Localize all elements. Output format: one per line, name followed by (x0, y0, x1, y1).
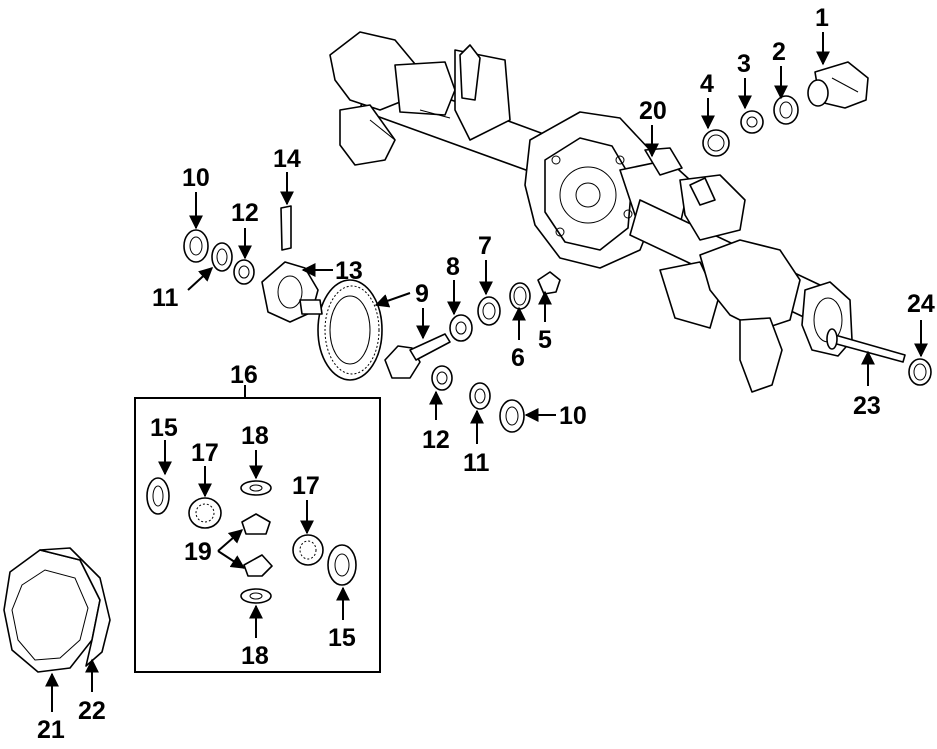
part-10-axle-seal-right (499, 399, 525, 433)
part-23-axle-shaft (826, 328, 906, 363)
callout-labels: 1 2 3 4 20 5 6 7 8 9 10 11 12 13 14 12 1… (37, 4, 935, 744)
part-18-pinion-washer-top (240, 480, 272, 496)
callout-15-left: 15 (150, 414, 178, 442)
callout-17-left: 17 (191, 439, 219, 467)
part-11-carrier-race-right (469, 382, 491, 410)
callout-21: 21 (37, 716, 65, 744)
part-11-carrier-race-left (211, 242, 233, 272)
part-16-differential-gear-kit-box (134, 385, 381, 673)
part-12-carrier-bearing-left (233, 259, 255, 285)
callout-1: 1 (815, 4, 829, 32)
callout-5: 5 (538, 326, 552, 354)
callout-18-top: 18 (241, 422, 269, 450)
callout-19: 19 (184, 538, 212, 566)
part-8-inner-pinion-bearing (449, 314, 473, 342)
callout-9: 9 (415, 280, 429, 308)
part-3-outer-pinion-bearing (740, 110, 764, 134)
callout-13: 13 (335, 257, 363, 285)
callout-4: 4 (700, 70, 714, 98)
callout-22: 22 (78, 697, 106, 725)
callout-10-bottom: 10 (559, 402, 587, 430)
callout-14: 14 (273, 145, 301, 173)
callout-20: 20 (639, 97, 667, 125)
part-15-thrust-washer-right (327, 544, 357, 586)
part-19-pinion-gear-bottom (243, 554, 273, 577)
part-10-axle-seal-left (183, 229, 209, 263)
callout-23: 23 (853, 392, 881, 420)
part-7-bearing-race (477, 296, 501, 326)
part-12-carrier-bearing-right (431, 365, 453, 391)
part-15-thrust-washer-left (146, 477, 170, 515)
callout-8: 8 (446, 253, 460, 281)
part-9-ring-and-pinion (317, 279, 451, 381)
callout-17-right: 17 (292, 472, 320, 500)
part-24-shaft-seal (908, 358, 932, 386)
leader-arrows (45, 32, 928, 712)
part-13-differential-case (261, 261, 323, 323)
callout-18-bottom: 18 (241, 642, 269, 670)
part-19-pinion-gear-top (241, 513, 271, 535)
part-6-pinion-shim (509, 282, 531, 310)
callout-12-bottom: 12 (422, 426, 450, 454)
part-18-pinion-washer-bottom (240, 588, 272, 604)
callout-24: 24 (907, 290, 935, 318)
callout-10-top: 10 (182, 164, 210, 192)
callout-6: 6 (511, 344, 525, 372)
callout-2: 2 (772, 38, 786, 66)
part-1-pinion-yoke (807, 61, 869, 109)
callout-3: 3 (737, 50, 751, 78)
callout-12-top: 12 (231, 199, 259, 227)
part-21-differential-cover (3, 549, 101, 673)
part-14-cross-shaft-pin (280, 205, 292, 251)
axle-housing-assembly (329, 31, 853, 393)
part-17-side-gear-right (292, 534, 324, 566)
callout-11-top: 11 (152, 284, 179, 312)
part-4-bearing-race (702, 129, 730, 157)
callout-16: 16 (230, 361, 258, 389)
callout-11-bottom: 11 (463, 449, 490, 477)
callout-7: 7 (478, 232, 492, 260)
part-5-collapsible-spacer (537, 271, 561, 295)
part-17-side-gear-left (188, 497, 222, 529)
part-2-pinion-seal (773, 95, 799, 125)
callout-15-right: 15 (328, 624, 356, 652)
